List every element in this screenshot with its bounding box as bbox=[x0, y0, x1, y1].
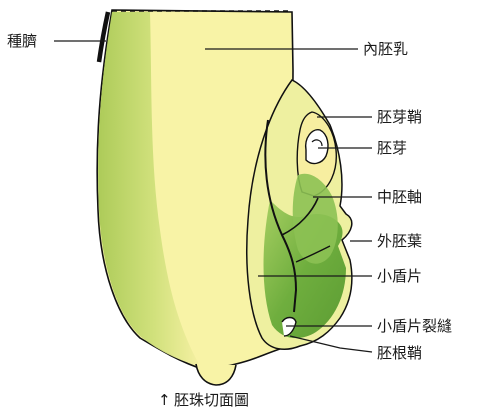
label-epiblast: 外胚葉 bbox=[377, 232, 422, 250]
label-coleoptile: 胚芽鞘 bbox=[377, 108, 422, 126]
plumule-region bbox=[306, 130, 328, 164]
seed-tip bbox=[196, 364, 236, 385]
label-scutellum-cleft: 小盾片裂縫 bbox=[377, 317, 452, 335]
label-scutellum: 小盾片 bbox=[377, 267, 422, 285]
caption-arrow: ↑ bbox=[158, 391, 171, 409]
caption-text: 胚珠切面圖 bbox=[174, 391, 249, 409]
label-endosperm: 內胚乳 bbox=[363, 40, 408, 58]
label-hilum: 種臍 bbox=[7, 32, 37, 50]
label-coleorhiza: 胚根鞘 bbox=[377, 344, 422, 362]
label-mesocotyl: 中胚軸 bbox=[377, 188, 422, 206]
label-plumule: 胚芽 bbox=[377, 139, 407, 157]
